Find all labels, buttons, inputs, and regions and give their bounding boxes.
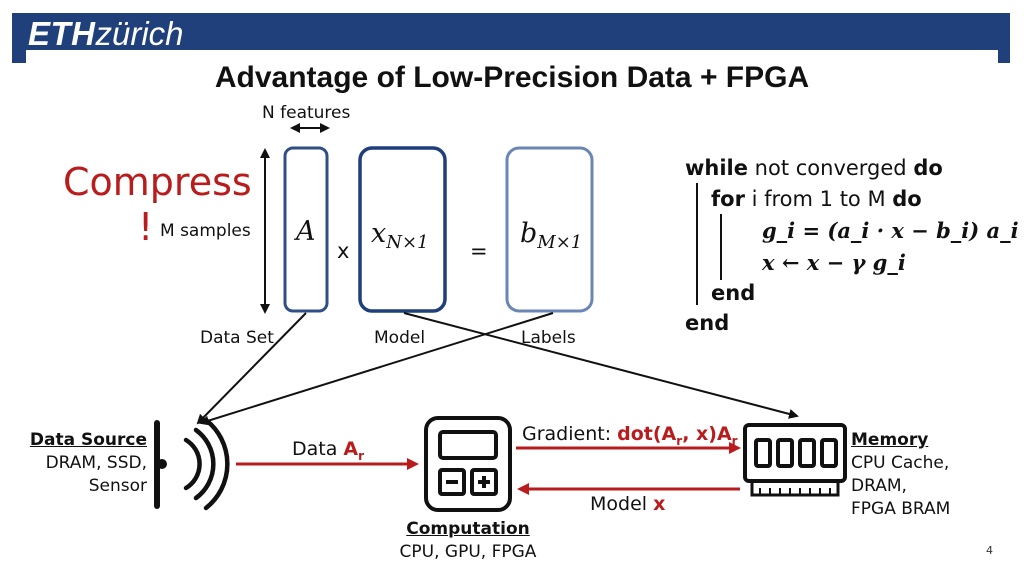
sensor-icon (154, 417, 230, 511)
eth-logo: ETHzürich (28, 14, 184, 54)
compress-exclaim: ! (138, 205, 154, 249)
header-bar-notch (26, 50, 998, 64)
calculator-icon (424, 416, 512, 512)
times-operator: x (337, 239, 350, 263)
algo-for-do: do (892, 187, 922, 211)
algo-while-line: while not converged do (685, 154, 943, 182)
algo-while-do: do (913, 156, 943, 180)
algo-gradient-line: g_i = (a_i · x − b_i) a_i (762, 218, 1019, 243)
compress-label: Compress (63, 160, 252, 204)
equals-operator: = (470, 239, 488, 263)
matrix-a-symbol: A (296, 216, 316, 247)
model-vector-box (358, 146, 447, 313)
labels-vector-base: b (520, 218, 538, 249)
labels-to-source-arrow (199, 312, 554, 426)
algo-while-kw: while (685, 156, 748, 180)
logo-zurich: zürich (95, 15, 184, 52)
labels-vector-sub: M×1 (537, 232, 583, 253)
data-flow-sub: r (358, 448, 365, 463)
computation-title: Computation (360, 518, 576, 540)
memory-line2: DRAM, (851, 476, 907, 496)
algo-update-line: x ← x − γ g_i (762, 250, 906, 275)
algo-for-text: i from 1 to M (744, 187, 893, 211)
model-vector-sub: N×1 (386, 232, 429, 253)
gradient-expr-b: , x)A (682, 423, 732, 445)
memory-line3: FPGA BRAM (851, 499, 951, 519)
algo-for-line: for i from 1 to M do (711, 185, 922, 213)
model-vector-symbol: xN×1 (371, 218, 429, 253)
logo-eth: ETH (28, 15, 96, 52)
model-flow-text: Model (590, 493, 654, 515)
source-title-text: Data Source (29, 430, 147, 450)
algo-end-inner: end (711, 281, 756, 305)
data-flow-text: Data (292, 438, 344, 460)
memory-title-text: Memory (851, 430, 929, 450)
data-flow-var: A (343, 438, 359, 460)
memory-line1: CPU Cache, (851, 453, 950, 473)
n-features-label: N features (262, 103, 351, 123)
model-flow-var: x (653, 493, 666, 515)
algo-while-text: not converged (748, 156, 914, 180)
algo-end-outer: end (685, 311, 730, 335)
gradient-flow-label: Gradient: dot(Ar, x)Ar (522, 423, 738, 452)
memory-title: Memory (851, 429, 928, 451)
algo-for-kw: for (711, 187, 745, 211)
source-title: Data Source (20, 429, 147, 451)
labels-vector-symbol: bM×1 (520, 218, 582, 253)
caption-dataset: Data Set (200, 328, 274, 348)
model-to-memory-arrow (403, 312, 799, 419)
data-flow-label: Data Ar (292, 438, 364, 467)
gradient-expr-sub2: r (731, 433, 738, 448)
gradient-expr-sub1: r (676, 433, 683, 448)
gradient-expr-a: dot(A (617, 423, 677, 445)
dataset-to-source-arrow (196, 312, 307, 425)
memory-icon (743, 423, 847, 497)
caption-model: Model (374, 328, 426, 348)
matrix-a-box (283, 146, 329, 313)
source-line1: DRAM, SSD, (45, 453, 147, 473)
page-number: 4 (986, 544, 993, 557)
caption-labels: Labels (521, 328, 576, 348)
m-samples-label: M samples (160, 221, 251, 241)
computation-title-text: Computation (406, 519, 530, 539)
model-flow-label: Model x (590, 493, 665, 515)
gradient-flow-text: Gradient: (522, 423, 618, 445)
slide-title: Advantage of Low-Precision Data + FPGA (214, 61, 810, 94)
source-line2: Sensor (88, 476, 147, 496)
computation-sub: CPU, GPU, FPGA (399, 542, 537, 562)
labels-vector-box (505, 146, 594, 313)
model-vector-base: x (371, 218, 387, 249)
